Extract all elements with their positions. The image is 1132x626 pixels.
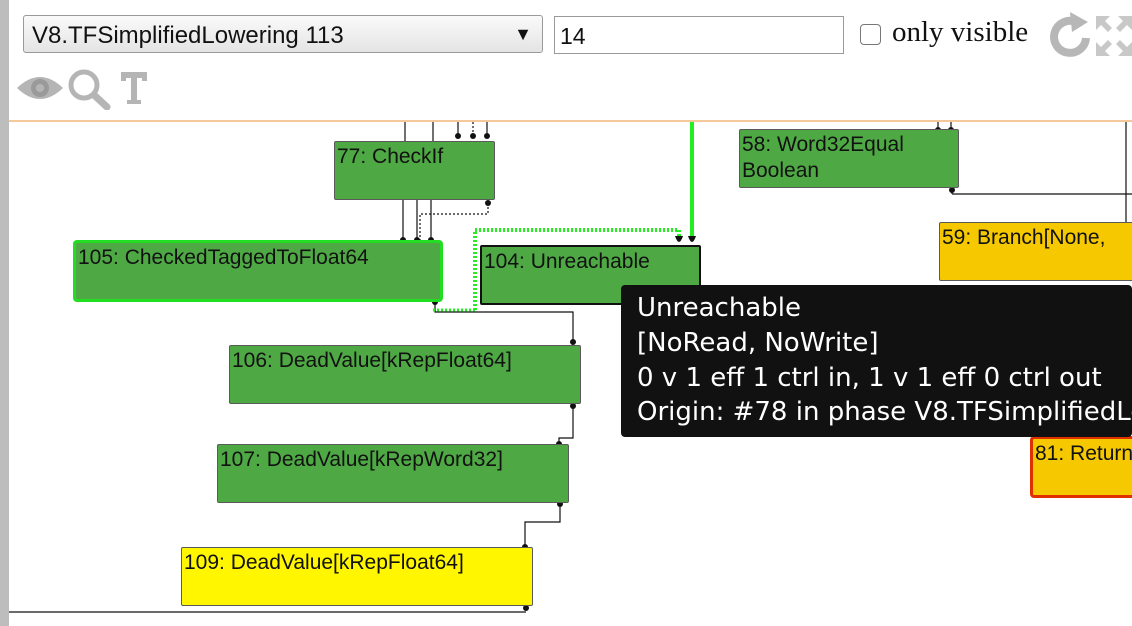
search-icon[interactable] bbox=[67, 68, 111, 110]
tooltip-line: [NoRead, NoWrite] bbox=[637, 328, 879, 358]
graph-node[interactable]: 106: DeadValue[kRepFloat64] bbox=[229, 345, 581, 404]
graph-node-selected[interactable]: 105: CheckedTaggedToFloat64 bbox=[73, 240, 443, 302]
chevron-down-icon: ▼ bbox=[514, 24, 532, 44]
only-visible-checkbox[interactable] bbox=[860, 24, 881, 45]
node-label: 81: Return bbox=[1035, 442, 1132, 465]
toolbar: V8.TFSimplifiedLowering 113 ▼ 14 only vi… bbox=[9, 0, 1132, 120]
phase-select[interactable]: V8.TFSimplifiedLowering 113 ▼ bbox=[23, 15, 543, 53]
graph-node[interactable]: 107: DeadValue[kRepWord32] bbox=[217, 444, 569, 503]
node-label: 106: DeadValue[kRepFloat64] bbox=[232, 349, 512, 372]
reload-icon[interactable] bbox=[1046, 10, 1096, 62]
graph-node[interactable]: 59: Branch[None, bbox=[939, 222, 1132, 281]
search-input-value: 14 bbox=[560, 23, 586, 49]
node-label: Boolean bbox=[742, 159, 820, 182]
graph-node[interactable]: 77: CheckIf bbox=[334, 141, 495, 200]
text-icon[interactable] bbox=[119, 70, 149, 106]
graph-node[interactable]: 81: Return bbox=[1030, 436, 1132, 498]
tooltip-line: 0 v 1 eff 1 ctrl in, 1 v 1 eff 0 ctrl ou… bbox=[637, 363, 1102, 393]
node-label: 109: DeadValue[kRepFloat64] bbox=[184, 551, 464, 574]
tooltip-line: Unreachable bbox=[637, 293, 801, 323]
search-input[interactable]: 14 bbox=[554, 16, 844, 54]
node-label: 77: CheckIf bbox=[337, 145, 444, 168]
node-label: 107: DeadValue[kRepWord32] bbox=[220, 448, 503, 471]
expand-icon[interactable] bbox=[1094, 14, 1132, 58]
node-label: 105: CheckedTaggedToFloat64 bbox=[78, 246, 369, 269]
phase-select-value: V8.TFSimplifiedLowering 113 bbox=[32, 22, 344, 49]
graph-edges bbox=[9, 122, 1132, 613]
node-label: 104: Unreachable bbox=[484, 250, 650, 273]
node-label: 58: Word32Equal bbox=[742, 133, 904, 156]
graph-node[interactable]: 109: DeadValue[kRepFloat64] bbox=[181, 547, 533, 606]
left-panel-divider[interactable] bbox=[0, 0, 9, 626]
eye-icon[interactable] bbox=[15, 70, 65, 106]
only-visible-label: only visible bbox=[892, 16, 1029, 48]
tooltip-line: Origin: #78 in phase V8.TFSimplifiedLowe… bbox=[637, 397, 1132, 427]
graph-node[interactable]: 58: Word32Equal Boolean bbox=[739, 129, 959, 188]
node-label: 59: Branch[None, bbox=[942, 226, 1106, 249]
node-tooltip: Unreachable [NoRead, NoWrite] 0 v 1 eff … bbox=[621, 285, 1132, 437]
